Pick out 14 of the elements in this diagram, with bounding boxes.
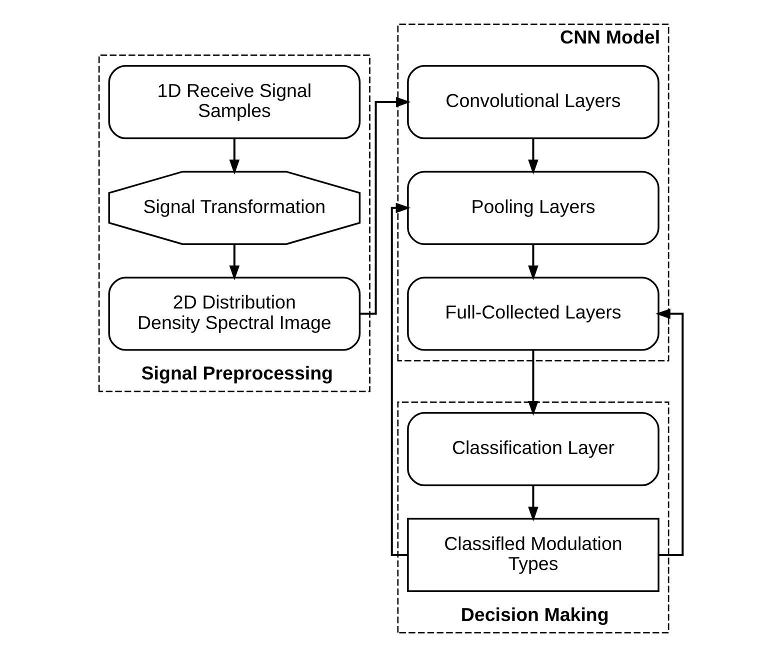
- arrow: [655, 308, 684, 556]
- node-box: Classification Layer: [406, 412, 659, 486]
- arrow: [528, 244, 538, 280]
- arrow: [528, 138, 538, 174]
- node-box: Full-Collected Layers: [406, 276, 659, 351]
- node-box: Classifled Modulation Types: [406, 518, 659, 592]
- node-box: Pooling Layers: [406, 170, 659, 245]
- arrow: [528, 486, 538, 522]
- arrow: [228, 138, 240, 174]
- arrow: [528, 350, 538, 416]
- arrow: [228, 244, 240, 280]
- node-box: 1D Receive Signal Samples: [108, 65, 360, 140]
- node-box: 2D Distribution Density Spectral Image: [108, 276, 360, 351]
- node-box: Convolutional Layers: [406, 65, 659, 140]
